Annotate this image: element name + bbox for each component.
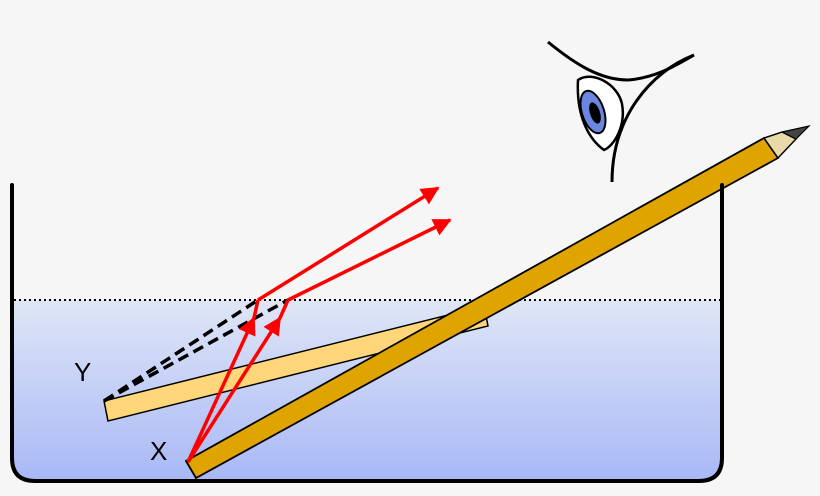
refracted-ray-2-in-air — [287, 218, 452, 302]
refracted-ray-1-segment — [252, 299, 260, 319]
label-x: X — [150, 436, 167, 466]
refracted-ray-2-segment — [278, 299, 290, 319]
refracted-ray-1-in-air — [257, 186, 440, 302]
label-y: Y — [74, 357, 91, 387]
container — [10, 183, 724, 483]
virtual-ray-lower — [103, 298, 289, 403]
refracted-ray-1-in-water — [186, 316, 256, 463]
eye-lid-lower — [610, 53, 695, 183]
eye-pupil — [589, 102, 601, 124]
pencil-lead — [780, 124, 811, 140]
virtual-rays — [103, 298, 289, 403]
eye-icon — [547, 40, 695, 183]
pencil-icon — [184, 124, 811, 480]
pencil-apparent-image — [103, 305, 489, 422]
light-rays — [186, 186, 452, 463]
eye-lid-upper — [547, 40, 695, 82]
refracted-ray-2-in-water — [186, 316, 282, 463]
virtual-ray-upper — [103, 298, 259, 403]
